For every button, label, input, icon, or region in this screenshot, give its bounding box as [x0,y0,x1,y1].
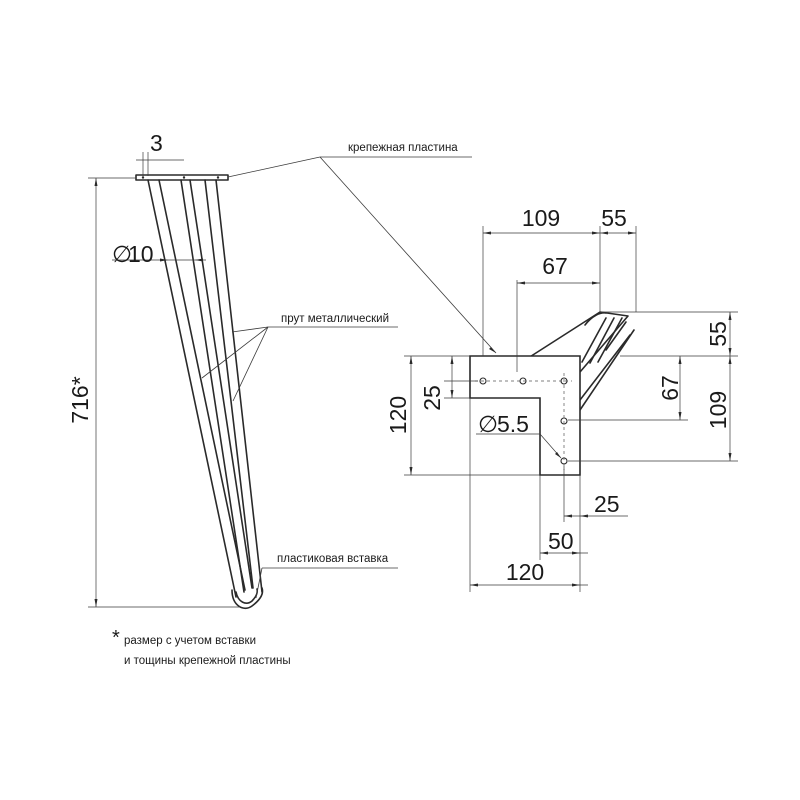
dim-55-top: 55 [601,205,627,231]
mount-plate-leader: крепежная пластина [227,142,497,354]
dim-120-bottom: 120 [506,559,544,585]
hole-diameter-label: 5.5 [497,411,529,437]
footnote-star: * [112,627,120,649]
dim-109-right: 109 [705,391,731,429]
rod-diameter-symbol: ∅ [112,241,132,267]
rod-right [204,179,263,593]
metal-rod-label: прут металлический [281,313,389,325]
dim-120-left: 120 [385,396,411,434]
footnote-line-2: и тощины крепежной пластины [124,655,291,667]
plastic-insert-shape [231,587,264,610]
dim-67-right: 67 [657,375,683,401]
dim-25-left: 25 [419,385,445,411]
dim-25-bottom: 25 [594,491,620,517]
mount-plate-label: крепежная пластина [348,142,458,154]
total-height-label: 716* [67,376,93,423]
plate-rods [524,311,635,411]
rod-diameter-label: 10 [128,241,154,267]
plate-thickness-label: 3 [150,130,163,156]
rod-middle [180,179,253,593]
footnote-line-1: размер с учетом вставки [124,635,256,647]
hole-diameter-symbol: ∅ [478,411,498,437]
dim-50-bottom: 50 [548,528,574,554]
plastic-insert-label: пластиковая вставка [277,553,389,565]
leg-side-view: ∅ 10 3 716* прут металлический пластиков… [67,130,398,667]
dim-67-top: 67 [542,253,568,279]
dim-55-right: 55 [705,321,731,347]
plate-top-view: ∅ 5.5 109 55 67 55 67 [385,205,738,592]
side-mount-plate [135,174,229,181]
dim-109-top: 109 [522,205,560,231]
rod-left [147,179,246,598]
